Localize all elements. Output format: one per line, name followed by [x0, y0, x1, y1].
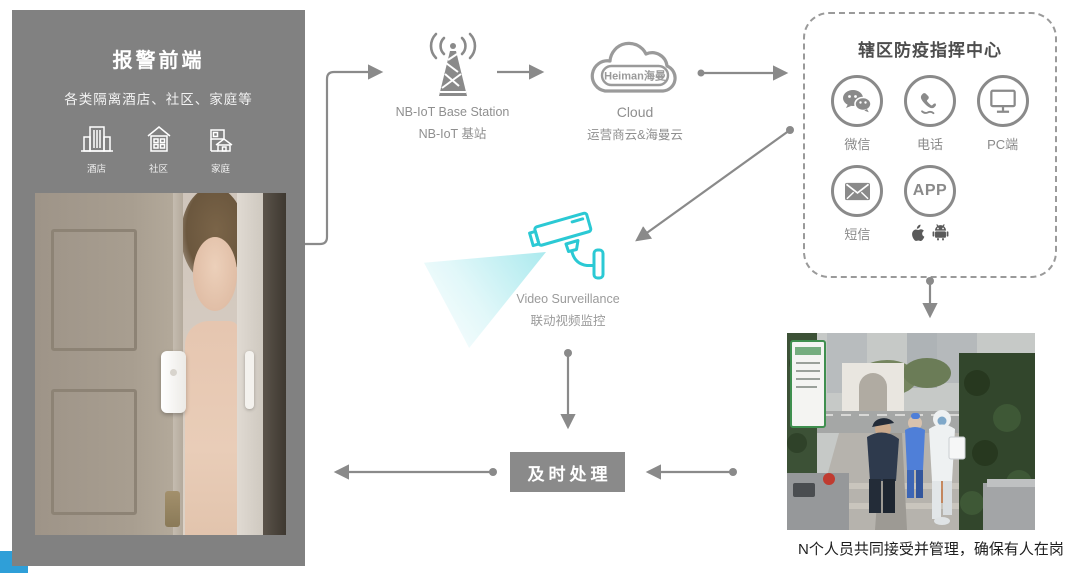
command-center-box: 辖区防疫指挥中心 微信	[803, 12, 1057, 278]
cloud-label-zh: 运营商云&海曼云	[587, 128, 683, 142]
phone-icon	[920, 93, 937, 115]
channel-app: APP	[894, 165, 967, 243]
cloud-node: Heiman海曼 Cloud 运营商云&海曼云	[570, 33, 700, 143]
channel-sms: 短信	[821, 165, 894, 243]
timely-handling-box: 及时处理	[510, 452, 625, 492]
site-label: 社区	[148, 164, 168, 175]
channel-grid: 微信 电话 PC端	[805, 61, 1055, 243]
cloud-logo: Heiman海曼	[604, 69, 666, 83]
pc-icon	[989, 89, 1016, 113]
arrow-panel-to-nbiot	[305, 64, 384, 246]
door-sensor-device	[161, 351, 186, 413]
channel-label: 短信	[844, 227, 871, 242]
cloud-label-en: Cloud	[616, 104, 654, 120]
nbiot-label-zh: NB-IoT 基站	[418, 127, 487, 141]
app-label: APP	[912, 182, 948, 199]
hazmat-figure	[929, 410, 966, 525]
community-icon	[147, 126, 170, 152]
scene-caption: N个人员共同接受并管理，确保有人在岗	[798, 541, 1064, 558]
sms-icon	[844, 182, 870, 200]
hotel-icon	[80, 126, 113, 152]
onsite-staff-photo	[787, 333, 1035, 530]
channel-phone: 电话	[894, 75, 967, 153]
platform-icons	[910, 223, 949, 241]
door-sensor-photo	[35, 193, 286, 535]
action-label: 及时处理	[527, 464, 612, 484]
nbiot-tower-icon	[429, 32, 476, 96]
channel-label: 电话	[916, 137, 943, 152]
app-circle: APP	[903, 165, 956, 217]
channel-pc: PC端	[966, 75, 1039, 153]
door-sensor-magnet	[245, 351, 254, 409]
site-home: 家庭	[204, 124, 238, 175]
command-center-title: 辖区防疫指挥中心	[858, 41, 1002, 60]
wechat-icon	[843, 90, 873, 113]
cctv-camera-icon	[528, 211, 605, 280]
camera-label-zh: 联动视频监控	[530, 314, 606, 328]
channel-label: PC端	[987, 137, 1019, 152]
site-hotel: 酒店	[80, 124, 114, 175]
camera-label-en: Video Surveillance	[516, 292, 620, 306]
site-label: 酒店	[86, 164, 106, 175]
site-label: 家庭	[210, 164, 230, 175]
blue-worker-figure	[905, 413, 925, 498]
nbiot-label-en: NB-IoT Base Station	[395, 105, 510, 119]
alarm-frontend-panel: 报警前端 各类隔离酒店、社区、家庭等 酒店 社区	[12, 10, 305, 566]
channel-wechat: 微信	[821, 75, 894, 153]
apple-icon	[912, 224, 925, 241]
home-icon	[209, 129, 232, 152]
guard-figure	[867, 418, 899, 513]
panel-title: 报警前端	[112, 50, 205, 72]
cloud-icon: Heiman海曼	[590, 41, 677, 93]
panel-subtitle: 各类隔离酒店、社区、家庭等	[64, 92, 253, 107]
site-community: 社区	[142, 124, 176, 175]
arrow-center-to-camera	[635, 129, 791, 242]
android-icon	[933, 224, 949, 241]
site-icons-row: 酒店 社区 家庭	[12, 124, 305, 175]
channel-label: 微信	[844, 137, 871, 152]
door-lock	[165, 491, 180, 527]
video-surveillance-node: Video Surveillance 联动视频监控	[493, 292, 643, 329]
nbiot-base-station: NB-IoT Base Station NB-IoT 基站	[380, 30, 525, 142]
